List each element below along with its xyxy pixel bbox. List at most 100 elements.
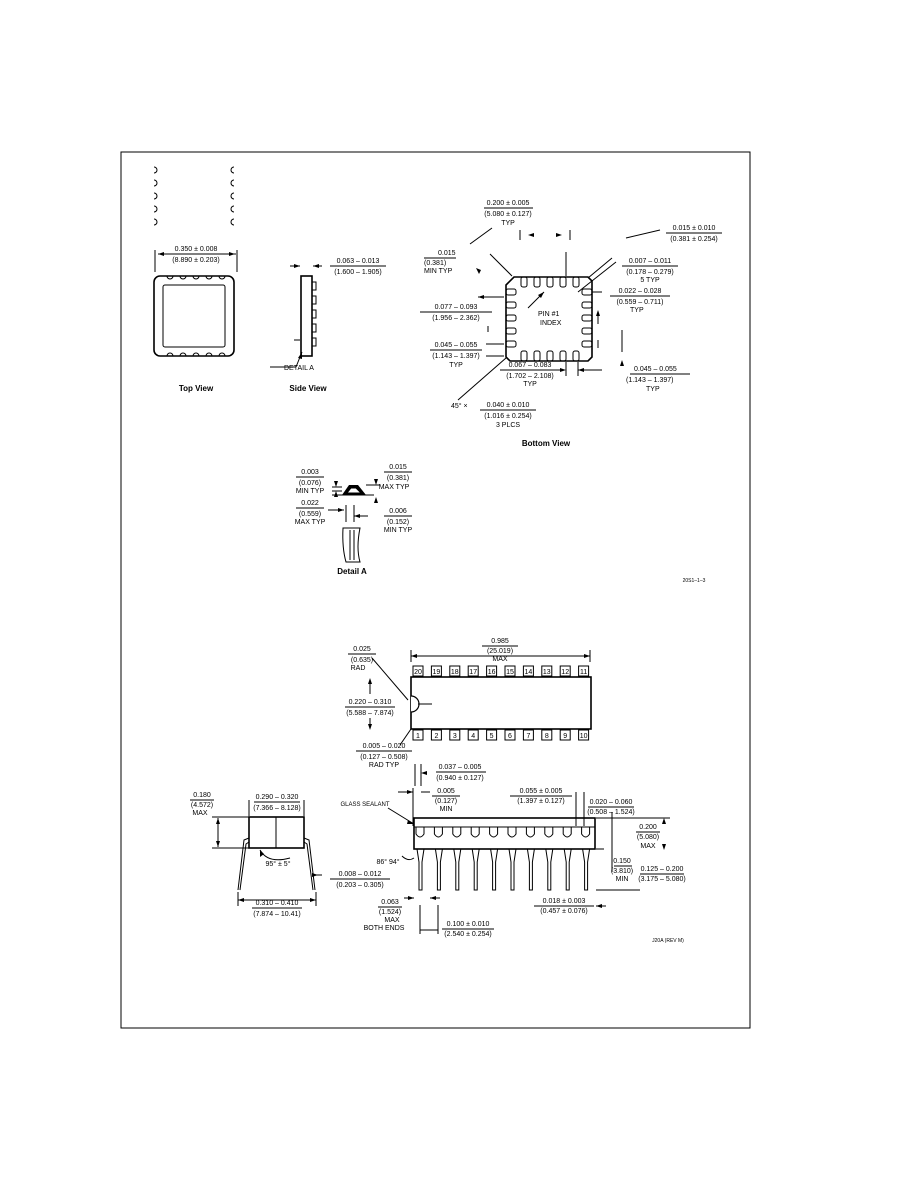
side-pad [311, 281, 317, 291]
bottom-pad [533, 350, 541, 362]
pin-number: 10 [580, 733, 588, 740]
lead-angle: 95° ± 5° [265, 860, 290, 868]
bottom-pad [520, 276, 528, 288]
bottom-pad [505, 288, 517, 296]
lead-width-inch: 0.018 ± 0.003 [543, 898, 586, 905]
lead-shoulder [415, 827, 425, 838]
pad-span-right-inch: 0.045 – 0.055 [634, 366, 677, 373]
standoff-note: MIN [440, 806, 453, 813]
lead-length-inch: 0.150 [613, 858, 631, 865]
end-body-mm: (7.366 – 8.128) [253, 805, 300, 812]
pin-pitch-mm: (2.540 ± 0.254) [444, 931, 491, 938]
side-view-height-inch: 0.063 – 0.013 [337, 258, 380, 265]
end-view-lead-left [237, 837, 250, 891]
end-lead-note2: BOTH ENDS [364, 925, 405, 932]
dip-side-body [413, 817, 596, 850]
detail-d4-mm: (0.152) [387, 519, 409, 526]
lead-length-mm: (3.810) [611, 868, 633, 875]
notch-radius-mm: (0.635) [351, 657, 373, 664]
pin-box [541, 665, 553, 677]
lead [545, 848, 554, 891]
pin-box [486, 665, 498, 677]
lead [526, 848, 535, 891]
bottom-pad [546, 350, 554, 362]
seating-height-mm: (4.572) [191, 802, 213, 809]
detail-d4-inch: 0.006 [389, 508, 407, 515]
seating-height-inch: 0.180 [193, 792, 211, 799]
lead-shoulder [452, 827, 462, 838]
top-view-package-outline [153, 275, 235, 357]
top-view-lid [162, 284, 226, 348]
pad-width-mm: (0.178 – 0.279) [626, 269, 673, 276]
pin-number: 12 [561, 669, 569, 676]
lead [508, 848, 517, 891]
castellation-notch [192, 275, 200, 280]
side-view-pads [311, 281, 317, 347]
dip-body-width-inch: 0.220 – 0.310 [349, 699, 392, 706]
castellation-notch [218, 275, 226, 280]
side-view-height-mm: (1.600 – 1.905) [334, 269, 381, 276]
glass-sealant-label: GLASS SEALANT [340, 802, 389, 808]
pad-height-mm: (1.702 – 2.108) [506, 373, 553, 380]
pin-number: 19 [433, 669, 441, 676]
end-radius-inch: 0.005 – 0.020 [363, 743, 406, 750]
pin-number: 3 [453, 733, 457, 740]
lead-shoulder [562, 827, 572, 838]
lead-thickness-inch: 0.008 – 0.012 [339, 871, 382, 878]
lead-shoulder [433, 827, 443, 838]
lead-shoulder [581, 827, 591, 838]
pad-span-right-mm: (1.143 – 1.397) [626, 377, 673, 384]
detail-d3-note: MAX TYP [295, 519, 326, 526]
end-lead-note: MAX [384, 917, 400, 924]
side-pad [311, 309, 317, 319]
pin-number: 11 [580, 669, 587, 676]
dip-length-mm: (25.019) [487, 648, 513, 655]
pin-number: 6 [508, 733, 512, 740]
bottom-pad [572, 350, 580, 362]
lead-length-note: MIN [616, 876, 629, 883]
bottom-pad [505, 327, 517, 335]
pad-pitch-inch: 0.200 ± 0.005 [487, 200, 530, 207]
lead [563, 848, 572, 891]
corner-radius-inch: 0.015 [438, 250, 456, 257]
detail-d2-inch: 0.015 [389, 464, 407, 471]
end-body-inch: 0.290 – 0.320 [256, 794, 299, 801]
pin-box [467, 729, 479, 741]
bottom-view-caption: Bottom View [522, 439, 571, 448]
detail-d2-mm: (0.381) [387, 475, 409, 482]
pad-span-right-note: TYP [646, 386, 660, 393]
detail-d1-inch: 0.003 [301, 469, 319, 476]
side-pad [311, 323, 317, 333]
lead-shoulder [507, 827, 517, 838]
pin-box [467, 665, 479, 677]
pin-box [504, 665, 516, 677]
pin-number: 2 [434, 733, 438, 740]
side-view-body [300, 275, 313, 357]
bottom-pad [572, 276, 580, 288]
side-height-note: MAX [640, 843, 656, 850]
seat-angle: 86° 94° [376, 858, 399, 866]
end-radius-mm: (0.127 – 0.508) [360, 754, 407, 761]
bottom-pad [581, 301, 593, 309]
row-offset-mm: (1.956 – 2.362) [432, 315, 479, 322]
pad-length-note: TYP [630, 307, 644, 314]
end-radius-note: RAD TYP [369, 762, 400, 769]
shoulder-inch: 0.055 ± 0.005 [520, 788, 563, 795]
pin1-label: PIN #1 [538, 311, 560, 318]
lead-shoulder [489, 827, 499, 838]
castellation-notch [192, 352, 200, 357]
bottom-pad [581, 314, 593, 322]
detail-a-callout: DETAIL A [284, 365, 314, 372]
lead-shoulder [470, 827, 480, 838]
pad-offset-inch: 0.015 ± 0.010 [673, 225, 716, 232]
bottom-view-pads [505, 276, 593, 362]
bottom-pad [581, 340, 593, 348]
pin-box [541, 729, 553, 741]
chamfer-mm: (1.016 ± 0.254) [484, 413, 531, 420]
pin-box [486, 729, 498, 741]
lead-span-mm: (3.175 – 5.080) [638, 876, 685, 883]
lead [453, 848, 462, 891]
